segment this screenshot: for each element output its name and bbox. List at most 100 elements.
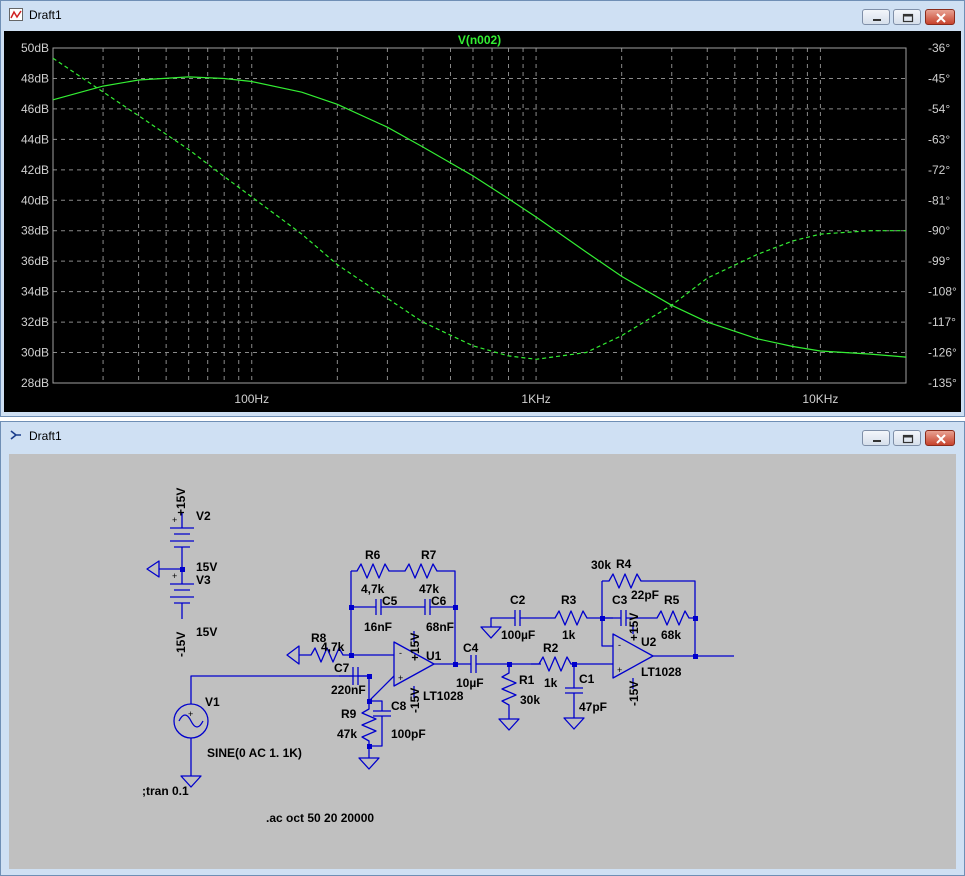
u2-model: LT1028 — [641, 665, 682, 679]
ground-symbol — [180, 775, 202, 788]
minimize-icon — [873, 440, 881, 442]
close-button[interactable] — [925, 430, 955, 446]
plot-pane[interactable]: 28dB-135°30dB-126°32dB-117°34dB-108°36dB… — [4, 31, 961, 412]
u2-vminus-label: -15V — [627, 681, 641, 706]
svg-text:+: + — [617, 665, 622, 675]
r8-label: R8 — [311, 631, 327, 645]
resistor-r2[interactable] — [531, 656, 613, 672]
junctions — [180, 567, 698, 749]
r2-value: 1k — [544, 676, 558, 690]
capacitor-c8[interactable] — [369, 710, 391, 747]
v3-value: 15V — [196, 625, 217, 639]
x-tick-label: 10KHz — [802, 392, 838, 406]
resistor-r7[interactable] — [399, 563, 456, 663]
r9-value: 47k — [337, 727, 357, 741]
resistor-r4[interactable] — [602, 573, 696, 656]
y-left-tick-label: 40dB — [21, 193, 49, 207]
opamp-u2[interactable] — [612, 623, 734, 689]
resistor-r9[interactable] — [361, 701, 377, 758]
y-right-tick-label: -36° — [928, 41, 950, 55]
ground-symbol — [563, 717, 585, 730]
restore-icon — [902, 434, 914, 444]
svg-text:+: + — [398, 673, 403, 683]
opamp-u1[interactable] — [393, 631, 471, 698]
close-button[interactable] — [925, 9, 955, 25]
svg-text:-: - — [399, 648, 402, 658]
r1-value: 30k — [520, 693, 540, 707]
u1-model: LT1028 — [423, 689, 464, 703]
c5-label: C5 — [382, 594, 398, 608]
close-icon — [936, 434, 946, 444]
y-right-tick-label: -45° — [928, 71, 950, 85]
v2-label: V2 — [196, 509, 211, 523]
svg-text:-: - — [618, 640, 621, 650]
minimize-button[interactable] — [862, 430, 890, 446]
u2-label: U2 — [641, 635, 657, 649]
close-icon — [936, 13, 946, 23]
ac-directive[interactable]: .ac oct 50 20 20000 — [266, 811, 374, 825]
r8-value: 4,7k — [321, 640, 345, 654]
schematic-window: Draft1 — [0, 421, 965, 876]
c2-label: C2 — [510, 593, 526, 607]
sine-source-v1[interactable] — [173, 675, 369, 776]
x-tick-label: 1KHz — [521, 392, 550, 406]
c5-value: 16nF — [364, 620, 392, 634]
v3-rail-label: -15V — [174, 632, 188, 657]
capacitor-c4[interactable] — [470, 655, 541, 673]
r6-label: R6 — [365, 548, 381, 562]
c4-value: 10µF — [456, 676, 484, 690]
r5-label: R5 — [664, 593, 680, 607]
y-left-tick-label: 42dB — [21, 163, 49, 177]
capacitor-c6[interactable] — [424, 599, 455, 615]
plot-window: Draft1 28dB-135°30dB-126°32dB-117°34dB-1… — [0, 0, 965, 417]
magnitude-trace — [52, 76, 907, 358]
y-left-tick-label: 28dB — [21, 376, 49, 390]
trace-title: V(n002) — [458, 33, 501, 47]
schematic-canvas[interactable]: ++ + -+ -+ +15V V2 15V V3 -15V 15V V1 SI… — [9, 454, 956, 869]
c6-label: C6 — [431, 594, 447, 608]
restore-icon — [902, 13, 914, 23]
battery-v3[interactable] — [170, 569, 194, 619]
tran-directive[interactable]: ;tran 0.1 — [142, 784, 189, 798]
restore-button[interactable] — [893, 430, 921, 446]
resistor-r8[interactable] — [299, 647, 351, 663]
minimize-icon — [873, 19, 881, 21]
capacitor-c2[interactable] — [490, 610, 547, 627]
resistor-r3[interactable] — [547, 610, 613, 626]
v2-rail-label: +15V — [174, 488, 188, 516]
y-left-tick-label: 44dB — [21, 132, 49, 146]
y-left-tick-label: 38dB — [21, 224, 49, 238]
y-left-tick-label: 32dB — [21, 315, 49, 329]
y-right-tick-label: -54° — [928, 102, 950, 116]
v2-value: 15V — [196, 560, 217, 574]
bode-plot[interactable]: 28dB-135°30dB-126°32dB-117°34dB-108°36dB… — [4, 31, 961, 412]
resistor-r5[interactable] — [651, 610, 695, 626]
restore-button[interactable] — [893, 9, 921, 25]
ground-symbol — [480, 626, 502, 639]
capacitor-c7[interactable] — [339, 667, 369, 685]
minimize-button[interactable] — [862, 9, 890, 25]
schematic-window-titlebar[interactable]: Draft1 — [1, 422, 964, 450]
u2-vplus-label: +15V — [627, 613, 641, 641]
c4-label: C4 — [463, 641, 479, 655]
y-left-tick-label: 46dB — [21, 102, 49, 116]
c1-label: C1 — [579, 672, 595, 686]
plot-window-titlebar[interactable]: Draft1 — [1, 1, 964, 29]
plot-frame — [52, 47, 907, 384]
capacitor-c5[interactable] — [351, 599, 425, 615]
ground-symbol — [358, 757, 380, 770]
resistor-r1[interactable] — [501, 664, 517, 719]
capacitor-c1[interactable] — [565, 664, 583, 718]
resistor-r6[interactable] — [351, 563, 399, 579]
battery-v2[interactable] — [170, 513, 194, 569]
r4-label: R4 — [616, 557, 632, 571]
schematic-pane[interactable]: ++ + -+ -+ +15V V2 15V V3 -15V 15V V1 SI… — [9, 454, 956, 869]
waveform-icon — [9, 8, 23, 21]
c8-label: C8 — [391, 699, 407, 713]
r4-value: 30k — [591, 558, 611, 572]
c7-label: C7 — [334, 661, 350, 675]
c1-value: 47pF — [579, 700, 607, 714]
r7-label: R7 — [421, 548, 437, 562]
capacitor-c3[interactable] — [602, 610, 651, 626]
ground-symbol — [286, 645, 300, 665]
